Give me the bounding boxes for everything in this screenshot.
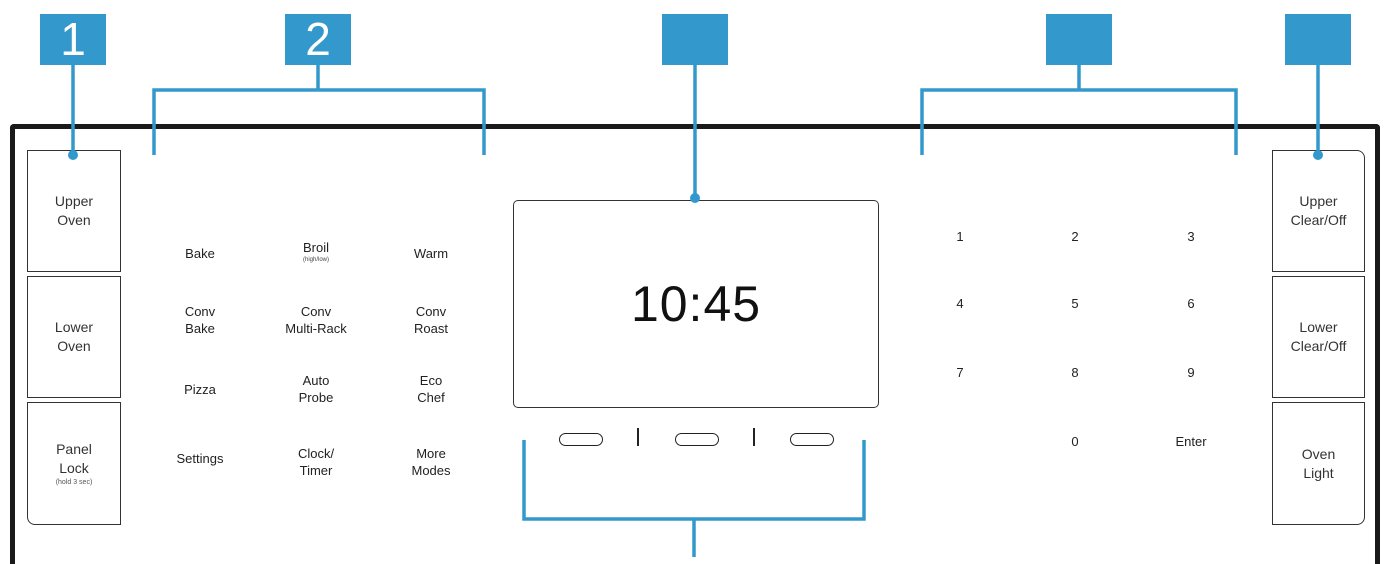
pizza-key[interactable]: Pizza [140, 364, 260, 398]
conv-roast-label: Conv Roast [414, 304, 448, 336]
leader-dot-1 [68, 150, 78, 160]
upper-clear-off-button[interactable]: Upper Clear/Off [1272, 150, 1365, 272]
settings-label: Settings [176, 451, 224, 466]
conv-multi-rack-label: Conv Multi-Rack [285, 304, 347, 336]
conv-bake-label: Conv Bake [184, 304, 216, 336]
more-modes-key[interactable]: More Modes [371, 428, 491, 479]
settings-key[interactable]: Settings [140, 433, 260, 467]
number-key-8[interactable]: 8 [1071, 365, 1079, 380]
callout-2: 2 [285, 14, 351, 65]
oven-light-label: Oven Light [1301, 445, 1336, 481]
broil-label: Broil [302, 240, 329, 255]
clock-timer-label: Clock/ Timer [297, 446, 335, 478]
upper-oven-label: Upper Oven [54, 193, 94, 228]
lower-oven-button[interactable]: Lower Oven [27, 276, 121, 398]
panel-lock-note: (hold 3 sec) [55, 478, 93, 486]
upper-oven-button[interactable]: Upper Oven [27, 150, 121, 272]
bracket-2 [152, 88, 486, 155]
enter-key[interactable]: Enter [1175, 434, 1207, 449]
soft-key-center[interactable] [675, 433, 719, 446]
pizza-label: Pizza [184, 382, 216, 397]
panel-lock-label: Panel Lock [56, 440, 92, 476]
leader-dot-5 [1313, 150, 1323, 160]
upper-clear-off-label: Upper Clear/Off [1290, 193, 1347, 228]
lower-oven-label: Lower Oven [54, 319, 94, 354]
warm-key[interactable]: Warm [371, 228, 491, 262]
number-key-9[interactable]: 9 [1187, 365, 1195, 380]
number-key-1[interactable]: 1 [956, 229, 964, 244]
callout-5 [1285, 14, 1351, 65]
number-key-0[interactable]: 0 [1071, 434, 1079, 449]
bake-label: Bake [185, 246, 215, 261]
bracket-4 [920, 88, 1238, 155]
clock-readout: 10:45 [630, 276, 762, 332]
warm-label: Warm [413, 246, 449, 261]
oven-light-button[interactable]: Oven Light [1272, 402, 1365, 525]
number-key-6[interactable]: 6 [1187, 296, 1195, 311]
eco-chef-label: Eco Chef [417, 373, 445, 405]
soft-key-right[interactable] [790, 433, 834, 446]
conv-bake-key[interactable]: Conv Bake [140, 286, 260, 337]
callout-3 [662, 14, 728, 65]
auto-probe-key[interactable]: Auto Probe [256, 355, 376, 406]
number-key-7[interactable]: 7 [956, 365, 964, 380]
number-key-5[interactable]: 5 [1071, 296, 1079, 311]
conv-roast-key[interactable]: Conv Roast [371, 286, 491, 337]
clock-timer-key[interactable]: Clock/ Timer [256, 428, 376, 479]
bracket-soft-keys [522, 440, 866, 521]
leader-dot-3 [690, 193, 700, 203]
broil-key[interactable]: Broil (high/low) [256, 222, 376, 281]
soft-key-divider [637, 428, 639, 446]
conv-multi-rack-key[interactable]: Conv Multi-Rack [256, 286, 376, 337]
lower-clear-off-button[interactable]: Lower Clear/Off [1272, 276, 1365, 398]
soft-key-divider [753, 428, 755, 446]
auto-probe-label: Auto Probe [298, 373, 334, 405]
panel-lock-button[interactable]: Panel Lock (hold 3 sec) [27, 402, 121, 525]
number-key-4[interactable]: 4 [956, 296, 964, 311]
number-key-3[interactable]: 3 [1187, 229, 1195, 244]
lower-clear-off-label: Lower Clear/Off [1290, 319, 1347, 354]
callout-1: 1 [40, 14, 106, 65]
bake-key[interactable]: Bake [140, 228, 260, 262]
oven-display: 10:45 [513, 200, 879, 408]
callout-4 [1046, 14, 1112, 65]
eco-chef-key[interactable]: Eco Chef [371, 355, 491, 406]
broil-note: (high/low) [302, 257, 329, 263]
number-key-2[interactable]: 2 [1071, 229, 1079, 244]
more-modes-label: More Modes [411, 446, 451, 478]
soft-key-left[interactable] [559, 433, 603, 446]
